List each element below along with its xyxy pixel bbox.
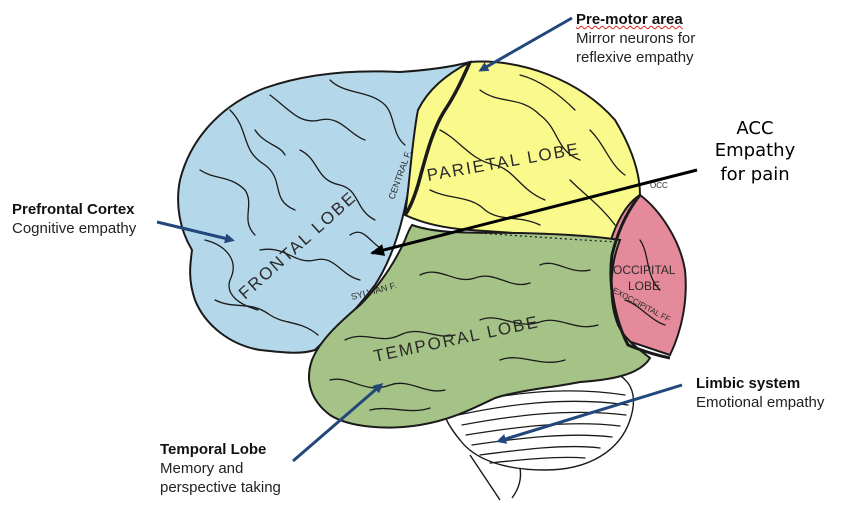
premotor-desc-line1: Mirror neurons for [576,29,695,48]
acc-desc-line1: Empathy [695,139,815,163]
prefrontal-annotation: Prefrontal Cortex Cognitive empathy [12,200,136,238]
limbic-title: Limbic system [696,374,824,393]
temporal-desc-line2: perspective taking [160,478,281,497]
premotor-title: Pre-motor area [576,10,695,29]
premotor-annotation: Pre-motor area Mirror neurons for reflex… [576,10,695,68]
temporal-annotation: Temporal Lobe Memory and perspective tak… [160,440,281,498]
acc-annotation: ACC Empathy for pain [695,118,815,188]
acc-desc-line2: for pain [695,163,815,187]
acc-title: ACC [695,118,815,139]
prefrontal-desc: Cognitive empathy [12,219,136,238]
occipital-label-line1: OCCIPITAL [613,263,676,277]
temporal-title: Temporal Lobe [160,440,281,459]
premotor-desc-line2: reflexive empathy [576,48,695,67]
occipital-label-line2: LOBE [628,279,660,293]
prefrontal-title: Prefrontal Cortex [12,200,136,219]
limbic-annotation: Limbic system Emotional empathy [696,374,824,412]
temporal-desc-line1: Memory and [160,459,281,478]
limbic-desc: Emotional empathy [696,393,824,412]
premotor-arrow [481,18,572,70]
